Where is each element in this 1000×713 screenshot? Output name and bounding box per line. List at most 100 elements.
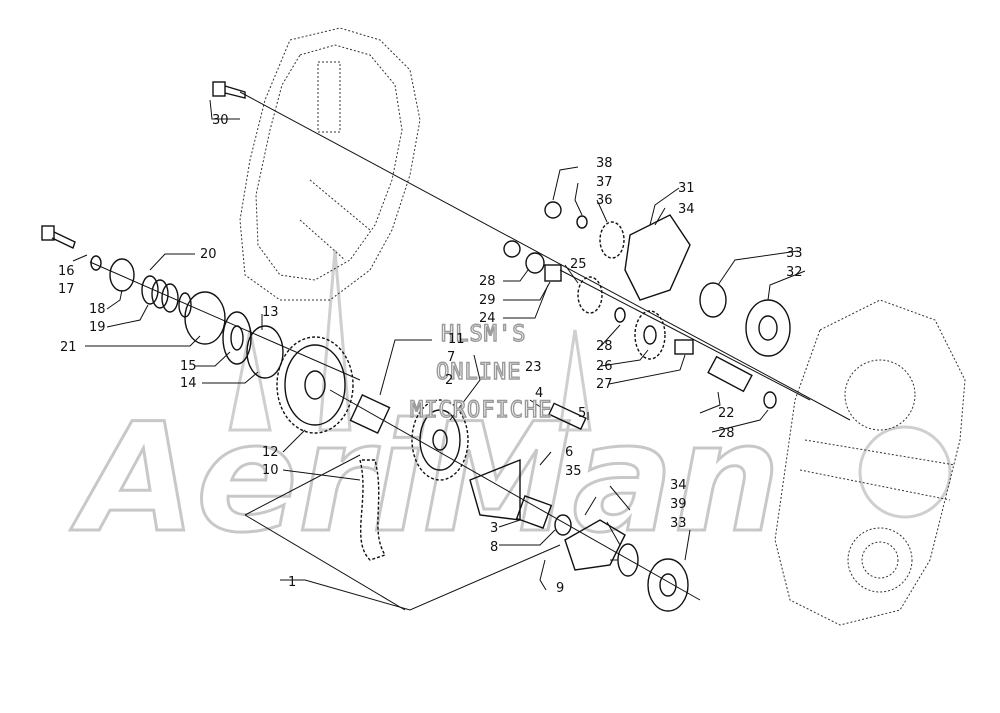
callout-9: 9 (556, 581, 564, 596)
gearcase-lower-bore-inner (861, 541, 899, 579)
gear-26 (634, 310, 666, 360)
bearing-32 (745, 299, 791, 357)
callout-27: 27 (596, 377, 613, 392)
washer-14 (246, 325, 284, 379)
gearcase-outline (774, 299, 966, 626)
callout-2: 2 (445, 373, 453, 388)
callout-33-lower: 33 (670, 516, 687, 531)
axis-lower (329, 389, 701, 601)
callout-23: 23 (525, 360, 542, 375)
gearcase-upper-bore (844, 359, 916, 431)
watermark-line-3: MICROFICHE (410, 398, 552, 423)
watermark-spire-right (558, 329, 592, 432)
watermark-text: HLSM'S ONLINE MICROFICHE (409, 321, 552, 423)
callout-12: 12 (262, 445, 279, 460)
washer-37 (576, 215, 588, 229)
callout-21: 21 (60, 340, 77, 355)
callout-30: 30 (212, 113, 229, 128)
callout-34-upper: 34 (678, 202, 695, 217)
callout-28-middle: 28 (596, 339, 613, 354)
sprocket-12 (276, 336, 354, 434)
callout-29: 29 (479, 293, 496, 308)
callout-16: 16 (58, 264, 75, 279)
callout-36: 36 (596, 193, 613, 208)
callout-26: 26 (596, 359, 613, 374)
watermark-line-1: HLSM'S (441, 322, 526, 347)
axis-upper (239, 91, 851, 421)
seal-33-upper (699, 282, 727, 318)
gear-2 (411, 399, 469, 481)
callout-6: 6 (565, 445, 573, 460)
callout-3: 3 (490, 521, 498, 536)
gear-25 (577, 276, 603, 314)
plate-31 (624, 214, 691, 301)
shaft-22 (707, 355, 753, 393)
watermark-line-2: ONLINE (436, 360, 521, 385)
bushing-24 (544, 264, 562, 282)
bushing-27 (674, 339, 694, 355)
gearcase-housing (774, 299, 966, 626)
callout-35: 35 (565, 464, 582, 479)
cover-outline (239, 27, 421, 301)
callout-28-lower: 28 (718, 426, 735, 441)
spring-19 (141, 275, 179, 313)
cover-inner-outline (255, 44, 403, 281)
callout-32: 32 (786, 265, 803, 280)
callout-37: 37 (596, 175, 613, 190)
bearing-39 (647, 558, 689, 612)
callout-31: 31 (678, 181, 695, 196)
leader-lines (72, 99, 806, 611)
cap-18 (109, 258, 135, 292)
callout-25: 25 (570, 257, 587, 272)
callout-18: 18 (89, 302, 106, 317)
watermark-spire-left (228, 329, 272, 432)
callout-10: 10 (262, 463, 279, 478)
callout-1: 1 (288, 575, 296, 590)
bolt-30 (212, 81, 246, 99)
spacer-29 (525, 252, 545, 274)
shaft-4 (548, 402, 587, 430)
parts (41, 81, 791, 612)
washer-28-upper (503, 240, 521, 258)
gearcase-ribs (799, 439, 956, 501)
washer-8 (554, 514, 572, 536)
callout-33-upper: 33 (786, 246, 803, 261)
callout-39: 39 (670, 497, 687, 512)
chaincase-cover (239, 27, 421, 301)
bearing-3 (515, 495, 553, 529)
washer-28-lower (763, 391, 777, 409)
watermark-wheel (858, 425, 952, 519)
gearcase-lower-bore (847, 527, 913, 593)
callout-5: 5 (578, 406, 586, 421)
washer-17 (90, 255, 102, 271)
callout-11: 11 (448, 332, 465, 347)
gear-36 (599, 221, 625, 259)
nut-38 (544, 201, 562, 219)
bolt-16 (41, 225, 76, 249)
callout-13: 13 (262, 305, 279, 320)
callout-38: 38 (596, 156, 613, 171)
callout-14: 14 (180, 376, 197, 391)
bearing-11 (349, 394, 391, 434)
cover-rib (317, 61, 341, 133)
washer-28-mid (614, 307, 626, 323)
callout-8: 8 (490, 540, 498, 555)
callout-labels: 1 2 3 4 5 6 7 8 9 10 11 12 13 14 15 16 1… (58, 113, 803, 596)
callout-4: 4 (535, 386, 543, 401)
plate-39 (564, 519, 626, 571)
callout-19: 19 (89, 320, 106, 335)
bearing-15 (222, 311, 252, 365)
callout-15: 15 (180, 359, 197, 374)
callout-34-lower: 34 (670, 478, 687, 493)
callout-17: 17 (58, 282, 75, 297)
washer-21 (184, 291, 226, 345)
cover-braces (299, 179, 371, 261)
callout-20: 20 (200, 247, 217, 262)
callout-24: 24 (479, 311, 496, 326)
chain-10 (359, 459, 387, 561)
callout-28-upper: 28 (479, 274, 496, 289)
callout-7: 7 (447, 350, 455, 365)
callout-22: 22 (718, 406, 735, 421)
